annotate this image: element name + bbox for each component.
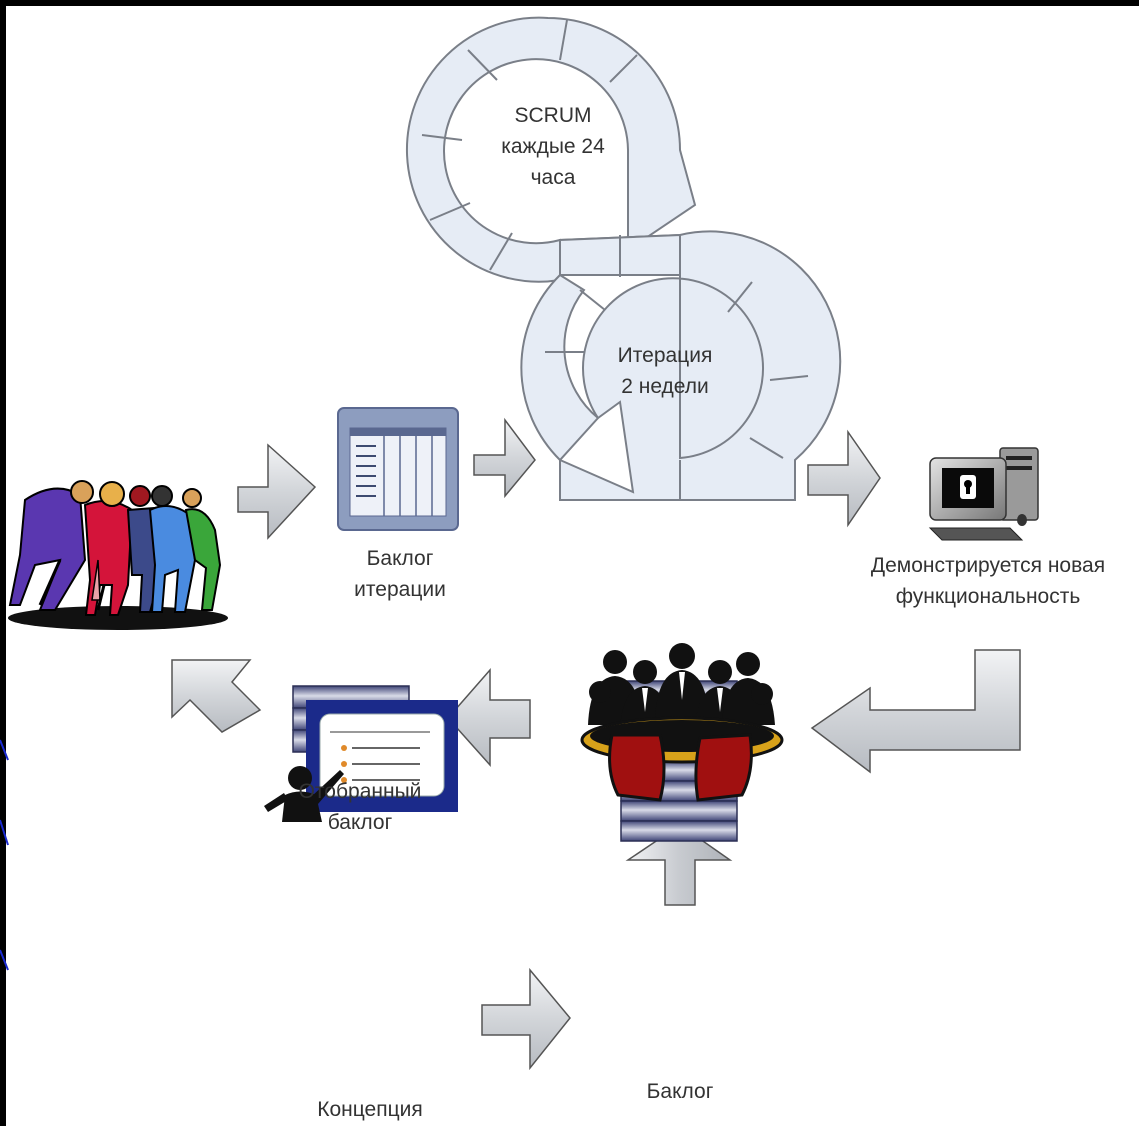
arrow-backlog-to-meeting: [625, 824, 733, 906]
selected-backlog-line2: баклог: [327, 811, 393, 834]
table-doc-icon: [337, 407, 459, 531]
computer-icon: [928, 447, 1039, 541]
iteration-backlog-line2: итерации: [354, 578, 446, 601]
scrum-cycle-line2: каждые 24: [501, 135, 605, 158]
demo-line2: функциональность: [895, 585, 1081, 608]
arrow-team-to-iteration-backlog: [237, 443, 317, 540]
selected-backlog-line1: Отобранный: [298, 780, 422, 803]
arrow-meeting-to-selected-backlog: [446, 668, 531, 767]
iteration-backlog-line1: Баклог: [366, 547, 434, 570]
arrow-cycle-to-demo: [807, 429, 881, 528]
iteration-cycle-ring: [520, 230, 842, 501]
iteration-backlog-label: Баклог итерации: [330, 543, 470, 605]
team-huddle-icon: [8, 480, 228, 630]
iteration-cycle-line2: 2 недели: [621, 375, 709, 398]
presenter-board-icon: [264, 700, 458, 822]
arrow-selected-backlog-to-team: [171, 659, 262, 733]
arrow-iteration-backlog-to-cycle: [473, 417, 536, 499]
scrum-cycle-line1: SCRUM: [514, 104, 592, 127]
frame-accent: [0, 739, 9, 971]
scrum-cycle-line3: часа: [530, 166, 576, 189]
meeting-table-icon: [580, 643, 784, 802]
iteration-cycle-label: Итерация 2 недели: [590, 340, 740, 402]
scrum-cycle-ring: [405, 16, 697, 283]
backlog-label: Баклог: [610, 1076, 750, 1107]
demo-label: Демонстрируется новая функциональность: [838, 550, 1138, 612]
concept-line1: Концепция: [317, 1098, 423, 1121]
backlog-line1: Баклог: [646, 1080, 714, 1103]
scrum-cycle-label: SCRUM каждые 24 часа: [468, 100, 638, 193]
arrow-concept-to-backlog: [481, 967, 571, 1071]
concept-label: Концепция: [290, 1094, 450, 1125]
arrow-demo-to-meeting: [810, 649, 1021, 774]
demo-line1: Демонстрируется новая: [870, 554, 1106, 577]
selected-backlog-label: Отобранный баклог: [270, 776, 450, 838]
iteration-cycle-line1: Итерация: [617, 344, 713, 367]
